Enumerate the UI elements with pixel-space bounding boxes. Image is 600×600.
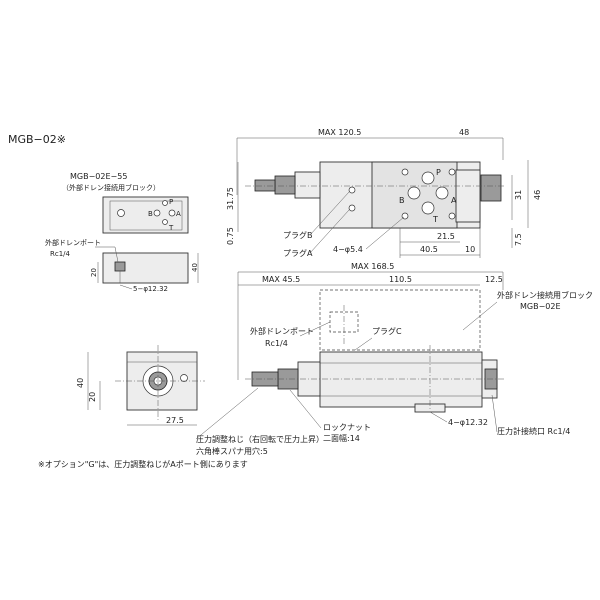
front-view-body	[319, 351, 483, 408]
top-dim-21-5: 21.5	[437, 232, 455, 241]
top-view-port-a-icon	[435, 186, 449, 200]
front-dim-mid: 110.5	[389, 275, 412, 284]
top-dim-0-75: 0.75	[226, 227, 235, 245]
top-view-lock-nut	[274, 175, 296, 195]
top-view-drawing: MAX 120.5 48 P B A T 46	[226, 128, 542, 258]
front-dim-max-total: MAX 168.5	[351, 262, 394, 271]
top-view-port-t-icon	[421, 201, 435, 215]
footnote: ※オプション"G"は、圧力調整ねじがAポート側にあります	[38, 459, 248, 469]
side-block-label-t: T	[168, 224, 174, 232]
end-view-drawing: 40 20 27.5	[76, 345, 205, 426]
side-block-drain-hole-icon	[117, 209, 125, 217]
top-dim-right-width: 48	[459, 128, 469, 137]
front-label-adjust-screw: 圧力調整ねじ（右回転で圧力上昇）	[196, 434, 324, 444]
top-dim-7-5: 7.5	[514, 233, 523, 246]
front-view-drain-block-outline	[319, 289, 481, 351]
top-view-label-b: B	[399, 196, 405, 205]
side-block-subtitle: （外部ドレン接続用ブロック）	[62, 183, 160, 192]
side-block-port-t-icon	[162, 219, 168, 225]
end-view-port-icon	[180, 374, 188, 382]
front-label-lock-nut: ロックナット	[323, 423, 371, 432]
top-dim-31-75: 31.75	[226, 187, 235, 210]
side-block-port-p-icon	[162, 200, 168, 206]
front-dim-max-left: MAX 45.5	[262, 275, 300, 284]
side-block-drawing: MGB−02E−55 （外部ドレン接続用ブロック） P B A T 外部ドレンポ…	[45, 172, 199, 293]
side-block-label-b: B	[148, 210, 153, 218]
top-view-plug-a-icon	[348, 204, 356, 212]
front-label-drain-block-model: MGB−02E	[520, 302, 561, 311]
front-label-drain-port-size: Rc1/4	[265, 339, 288, 348]
side-block-hole: 5−φ12.32	[133, 285, 168, 293]
side-block-title: MGB−02E−55	[70, 172, 127, 181]
end-dim-20: 20	[88, 392, 97, 402]
end-dim-40: 40	[76, 378, 85, 388]
top-dim-10: 10	[465, 245, 475, 254]
top-view-plug-b-icon	[348, 186, 356, 194]
top-view-adjust-screw	[254, 179, 276, 192]
top-view-label-p: P	[436, 168, 441, 177]
side-block-dim-40: 40	[191, 263, 199, 272]
top-view-port-b-icon	[407, 186, 421, 200]
top-label-plug-b: プラグB	[283, 230, 313, 240]
top-view-label-a: A	[451, 196, 457, 205]
top-view-end-plug	[480, 174, 502, 202]
side-block-plan-inner	[109, 200, 183, 231]
front-dim-right: 12.5	[485, 275, 503, 284]
side-block-drain-size: Rc1/4	[50, 250, 71, 258]
side-block-dim-20: 20	[90, 268, 98, 277]
front-view-drawing: MAX 168.5 MAX 45.5 110.5 12.5 外部ドレン接続用ブロ…	[195, 262, 593, 456]
top-dim-46: 46	[533, 190, 542, 200]
front-label-plug-c: プラグC	[372, 326, 402, 336]
drawing-title: MGB−02※	[8, 133, 66, 146]
top-dim-40-5: 40.5	[420, 245, 438, 254]
side-block-port-b-icon	[153, 209, 161, 217]
top-label-plug-a: プラグA	[283, 248, 313, 258]
side-block-port-a-icon	[168, 209, 176, 217]
top-view-label-t: T	[432, 215, 438, 224]
top-label-hole: 4−φ5.4	[333, 245, 363, 254]
front-label-gauge-port: 圧力計接続口 Rc1/4	[497, 426, 570, 436]
front-label-drain-port: 外部ドレンポート	[250, 326, 314, 336]
side-block-drain-label: 外部ドレンポート	[45, 238, 101, 247]
front-label-hex-socket: 六角棒スパナ用穴:5	[196, 446, 268, 456]
front-label-two-face: 二面幅:14	[323, 433, 360, 443]
top-view-port-p-icon	[421, 171, 435, 185]
end-dim-27-5: 27.5	[166, 416, 184, 425]
front-label-drain-block: 外部ドレン接続用ブロック	[497, 290, 593, 300]
side-block-label-a: A	[176, 210, 181, 218]
side-block-label-p: P	[169, 198, 173, 206]
side-block-drain-fitting	[114, 261, 126, 272]
front-label-hole: 4−φ12.32	[448, 418, 488, 427]
top-dim-max-length: MAX 120.5	[318, 128, 361, 137]
top-dim-31: 31	[514, 190, 523, 200]
